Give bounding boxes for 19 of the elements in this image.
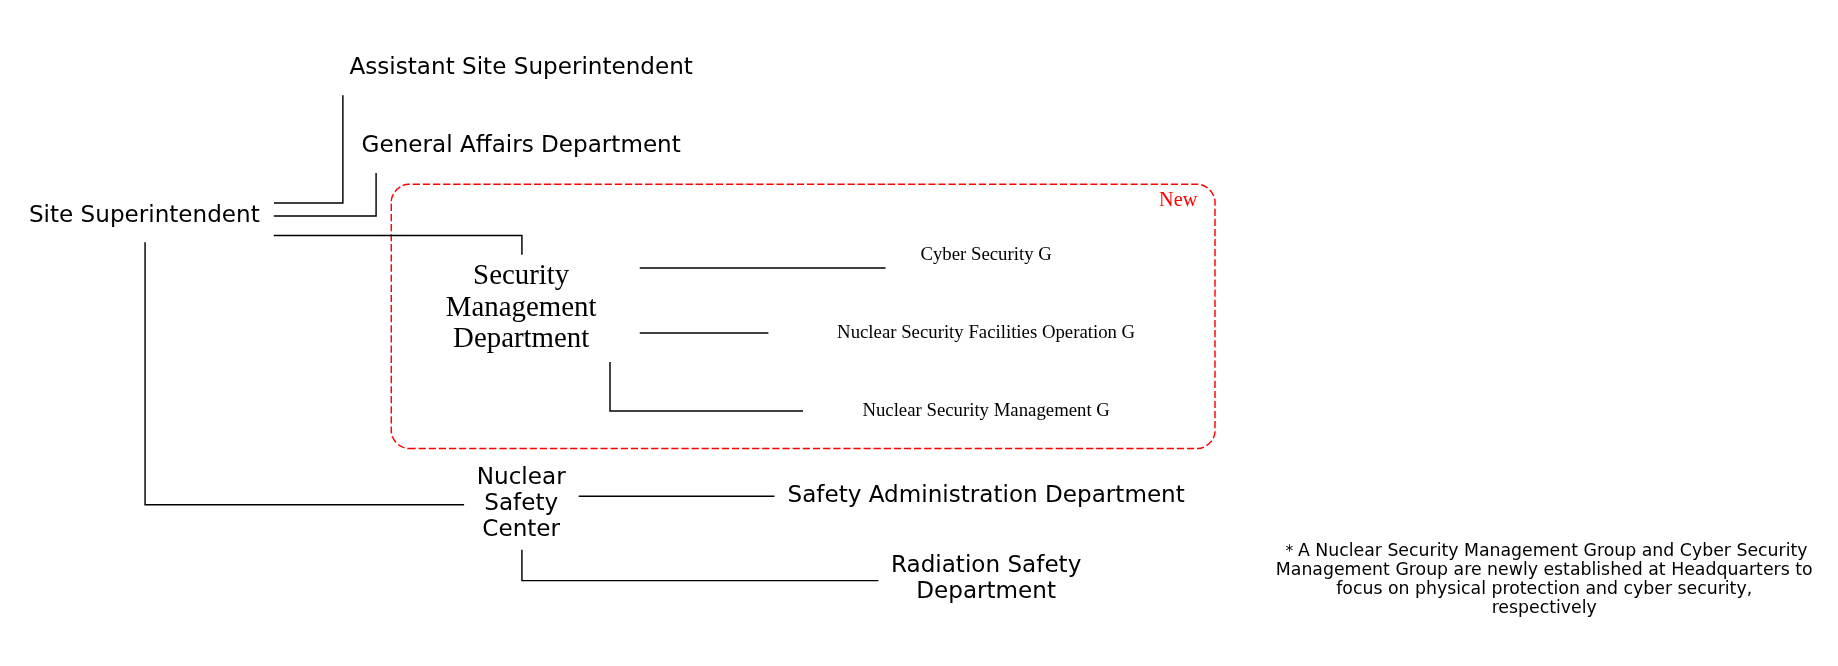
node-text: Radiation Safety Department xyxy=(890,551,1082,604)
node-text: Nuclear Security Facilities Operation G xyxy=(837,320,1136,342)
node-text: Security Management Department xyxy=(445,257,597,354)
connector xyxy=(577,495,776,497)
node-text: Cyber Security G xyxy=(920,242,1052,264)
connector xyxy=(639,332,770,334)
label: ＊A Nuclear Security Management Group and Cyber Security Management Group are newly established at Headquarters to focus on physical protection and cyber security, respectively xyxy=(1275,540,1813,617)
node-text: General Affairs Department xyxy=(361,131,681,158)
connector xyxy=(273,94,344,204)
node-text: Nuclear Safety Center xyxy=(476,463,566,542)
connector xyxy=(521,549,880,582)
node-text: Assistant Site Superintendent xyxy=(349,53,693,80)
connector xyxy=(639,267,887,269)
connector xyxy=(273,172,377,217)
connector xyxy=(609,361,804,412)
connector xyxy=(144,241,465,506)
node-text: Site Superintendent xyxy=(28,200,260,227)
node-text: Safety Administration Department xyxy=(787,480,1185,507)
node-text: Nuclear Security Management G xyxy=(862,398,1110,420)
